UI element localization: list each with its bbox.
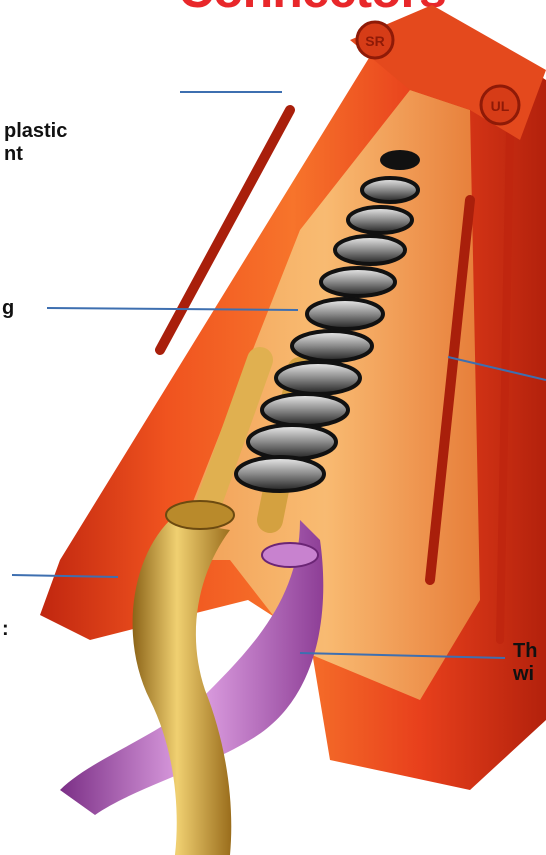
label-plastic-line2: nt [4,143,23,165]
label-plastic-line1: plastic [4,120,67,142]
ul-logo-text: UL [491,98,510,114]
label-spring: g [2,297,14,319]
label-insulation: : [2,618,9,640]
label-right-line2: wi [513,663,534,685]
gold-wire-end [166,501,234,529]
sr-logo-text: SR [365,33,384,49]
purple-wire-end [262,543,318,567]
label-right-line1: Th [513,640,537,662]
